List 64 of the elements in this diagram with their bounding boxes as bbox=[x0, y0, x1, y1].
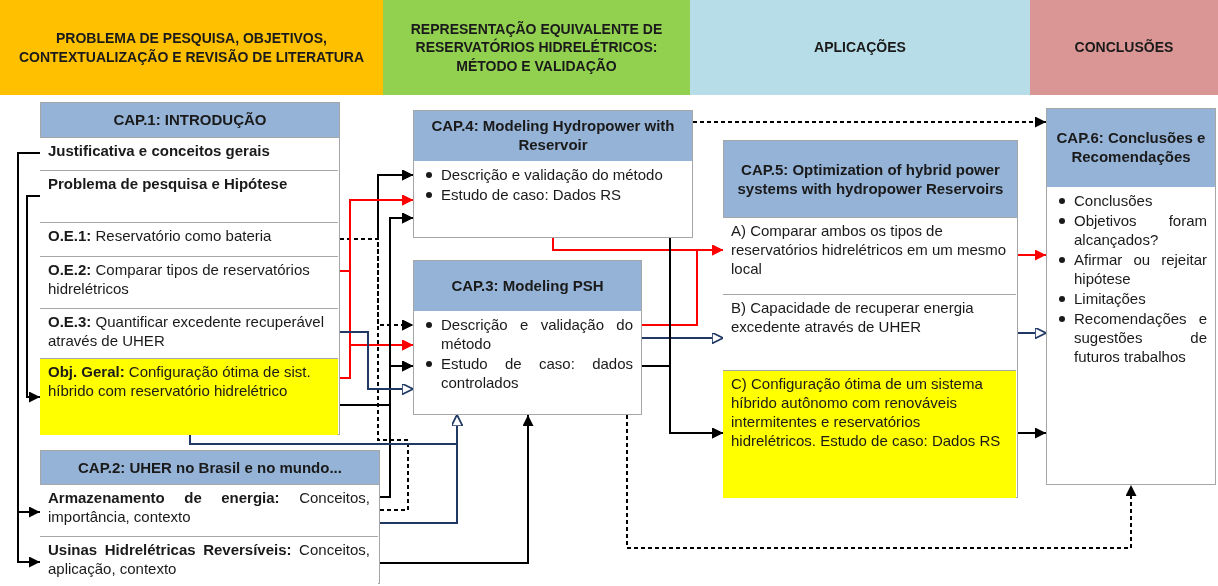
connector-arrow bbox=[626, 414, 1137, 549]
topic-text: A) Comparar ambos os tipos de reservatórios hidrelétricos em um mesmo local bbox=[731, 221, 1008, 278]
connector-arrow bbox=[379, 414, 534, 564]
connector-arrow bbox=[641, 244, 724, 326]
chapter-heading: CAP.5: Optimization of hybrid power systems with hydropower Reservoirs bbox=[724, 141, 1017, 218]
connector-arrow bbox=[339, 360, 414, 406]
topic-text: O.E.3: Quantificar excedente recuperável através de UHER bbox=[48, 312, 325, 350]
connector-arrow bbox=[1017, 326, 1047, 340]
connector-arrow bbox=[339, 331, 414, 396]
topic-text: O.E.1: Reservatório como bateria bbox=[48, 226, 273, 245]
header-text: PROBLEMA DE PESQUISA, OBJETIVOS, CONTEXTUALIZAÇÃO E REVISÃO DE LITERATURA bbox=[17, 29, 366, 66]
topic-row bbox=[723, 217, 1016, 294]
connector-arrow bbox=[377, 319, 414, 511]
topic-row bbox=[723, 294, 1016, 370]
topic-row bbox=[40, 170, 338, 222]
topic-text: Justificativa e conceitos gerais bbox=[48, 141, 271, 160]
connector-arrow bbox=[692, 116, 1047, 128]
header-text: APLICAÇÕES bbox=[814, 38, 906, 57]
connector-arrow bbox=[339, 339, 414, 379]
chapter-box bbox=[413, 260, 642, 415]
bullet-text: Estudo de caso: Dados RS bbox=[441, 185, 622, 204]
topic-text: B) Capacidade de recuperar energia excedente através de UHER bbox=[731, 298, 975, 336]
bullet-text: Objetivos foram alcançados? bbox=[1074, 211, 1207, 249]
chapter-box bbox=[40, 102, 340, 435]
topic-row bbox=[40, 137, 338, 170]
bullet-text: Afirmar ou rejeitar hipótese bbox=[1074, 250, 1207, 288]
topic-row bbox=[40, 256, 338, 308]
header-text: REPRESENTAÇÃO EQUIVALENTE DE RESERVATÓRIOS HIDRELÉTRICOS: MÉTODO E VALIDAÇÃO bbox=[409, 20, 664, 75]
topic-text: Armazenamento de energia: Conceitos, importância, contexto bbox=[48, 488, 370, 526]
chapter-heading: CAP.6: Conclusões e Recomendações bbox=[1047, 109, 1215, 187]
topic-row bbox=[40, 358, 338, 435]
connector-arrow bbox=[379, 414, 464, 524]
topic-text: Usinas Hidrelétricas Reversíveis: Conceitos, aplicação, contexto bbox=[48, 540, 370, 578]
topic-text: C) Configuração ótima de um sistema híbrido autônomo com renováveis intermitentes e reservatórios hidrelétricos. Estudo de caso: Dados RS bbox=[731, 374, 1002, 450]
column-header bbox=[0, 0, 383, 95]
bullet-text: Descrição e validação do método bbox=[441, 315, 633, 353]
chapter-heading: CAP.3: Modeling PSH bbox=[414, 261, 641, 311]
bullet-text: Recomendações e sugestões de futuros trabalhos bbox=[1074, 309, 1207, 366]
column-header bbox=[690, 0, 1030, 95]
connector-arrow bbox=[641, 331, 724, 345]
bullet-text: Limitações bbox=[1074, 289, 1146, 308]
connector-arrow bbox=[26, 195, 41, 403]
header-text: CONCLUSÕES bbox=[1074, 38, 1174, 57]
topic-text: Obj. Geral: Configuração ótima de sist. híbrido com reservatório hidrelétrico bbox=[48, 362, 312, 400]
column-header bbox=[383, 0, 690, 95]
chapter-box bbox=[1046, 108, 1216, 485]
topic-row bbox=[40, 222, 338, 256]
connector-arrow bbox=[641, 365, 724, 439]
chapter-heading: CAP.1: INTRODUÇÃO bbox=[41, 103, 339, 138]
topic-row bbox=[40, 484, 378, 536]
bullet-text: Descrição e validação do método bbox=[441, 165, 663, 184]
topic-row bbox=[40, 308, 338, 358]
connector-arrow bbox=[1017, 427, 1047, 439]
bullet-text: Conclusões bbox=[1074, 191, 1153, 210]
bullet-text: Estudo de caso: dados controlados bbox=[441, 354, 633, 392]
connector-arrow bbox=[1017, 249, 1047, 261]
chapter-box bbox=[413, 110, 693, 238]
chapter-box bbox=[723, 140, 1018, 498]
column-header bbox=[1030, 0, 1218, 95]
chapter-heading: CAP.4: Modeling Hydropower with Reservoir bbox=[414, 111, 692, 161]
topic-text: Problema de pesquisa e Hipótese bbox=[48, 174, 289, 193]
topic-row bbox=[723, 370, 1016, 498]
chapter-heading: CAP.2: UHER no Brasil e no mundo... bbox=[41, 451, 379, 485]
topic-text: O.E.2: Comparar tipos de reservatórios hidrelétricos bbox=[48, 260, 311, 298]
